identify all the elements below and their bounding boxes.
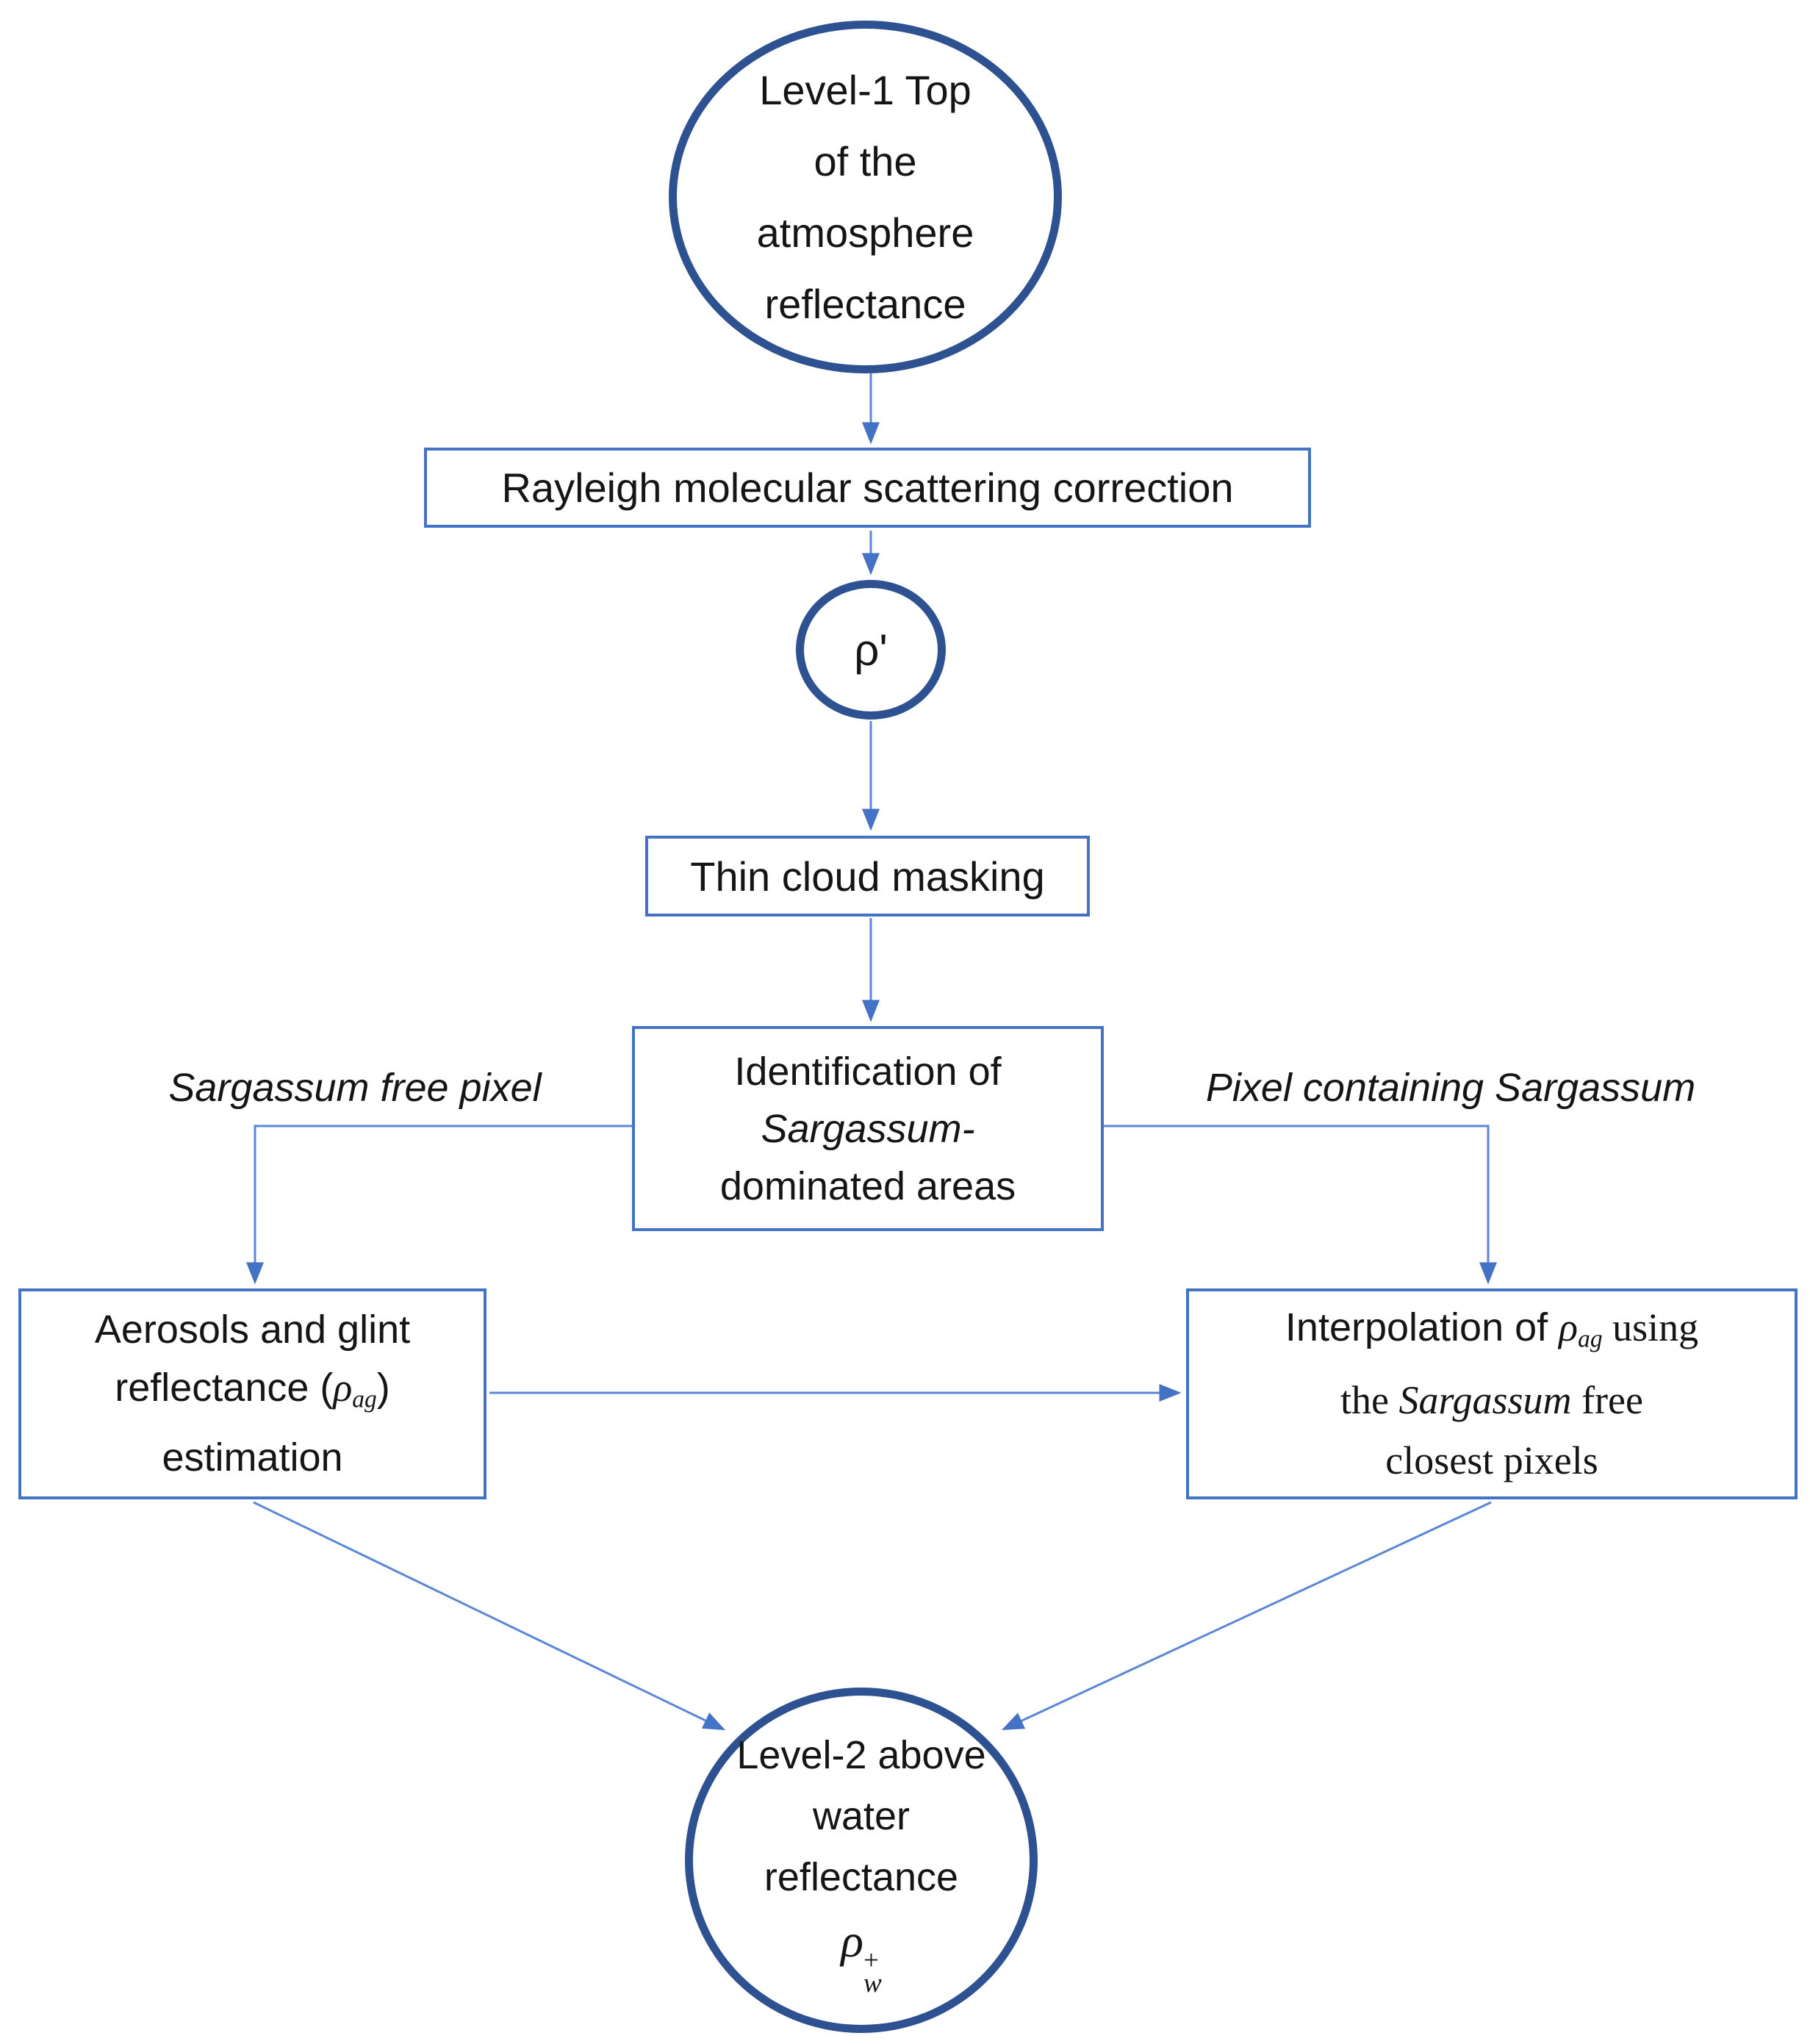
text-fragment: reflectance ( bbox=[115, 1366, 334, 1410]
node-text-line: water bbox=[812, 1794, 911, 1839]
rho-ag-subscript: ag bbox=[352, 1385, 377, 1413]
node-text-line: atmosphere bbox=[756, 209, 974, 256]
rho-subscript: w bbox=[863, 1968, 882, 1999]
text-fragment: the bbox=[1340, 1377, 1399, 1422]
node-interpolation-box: Interpolation of ρag using the Sargassum… bbox=[1186, 1288, 1798, 1499]
node-rayleigh-correction-box: Rayleigh molecular scattering correction bbox=[424, 448, 1311, 528]
node-thin-cloud-masking-box: Thin cloud masking bbox=[645, 836, 1090, 917]
arrow-identification-to-interpolation bbox=[1104, 1125, 1497, 1285]
node-text-line: Identification of bbox=[734, 1049, 1002, 1094]
node-level2-reflectance-circle: Level-2 above water reflectance ρ+w bbox=[685, 1688, 1038, 2033]
node-text-line: Rayleigh molecular scattering correction bbox=[501, 465, 1234, 511]
node-text-line: of the bbox=[814, 138, 917, 184]
edge-label-sargassum-free-pixel: Sargassum free pixel bbox=[168, 1066, 542, 1110]
node-identification-box: Identification of Sargassum- dominated a… bbox=[632, 1026, 1104, 1231]
node-level1-toa-circle: Level-1 Top of the atmosphere reflectanc… bbox=[669, 21, 1062, 373]
rho-ag-symbol: ρ bbox=[1559, 1305, 1579, 1350]
text-fragment: ) bbox=[376, 1366, 390, 1410]
node-text-line: Level-1 Top bbox=[759, 67, 972, 113]
rho-symbol: ρ bbox=[841, 1915, 863, 1968]
node-text-line: the Sargassum free bbox=[1340, 1370, 1643, 1430]
rho-superscript: + bbox=[863, 1945, 879, 1976]
text-fragment: Interpolation of bbox=[1285, 1305, 1559, 1350]
text-fragment-sargassum: Sargassum bbox=[1398, 1377, 1572, 1422]
arrow-identification-to-aerosols bbox=[246, 1125, 632, 1285]
arrow-interpolation-to-l2 bbox=[1001, 1501, 1492, 1730]
rho-ag-symbol: ρ bbox=[333, 1366, 353, 1410]
node-text-line: Level-2 above bbox=[736, 1733, 986, 1778]
node-text-line: reflectance bbox=[764, 281, 966, 327]
node-text-line: closest pixels bbox=[1385, 1438, 1598, 1482]
node-text-line: Sargassum- bbox=[761, 1106, 975, 1151]
node-text-line: reflectance (ρag) bbox=[115, 1359, 390, 1428]
text-fragment: using bbox=[1602, 1305, 1699, 1350]
node-text-line: estimation bbox=[162, 1435, 343, 1480]
node-text-line: Interpolation of ρag using bbox=[1285, 1297, 1698, 1369]
node-text-line: dominated areas bbox=[719, 1163, 1016, 1208]
node-text-line: Aerosols and glint bbox=[94, 1308, 411, 1352]
rho-w-plus-symbol: ρ+w bbox=[841, 1908, 882, 1999]
arrow-aerosols-to-l2 bbox=[253, 1501, 726, 1730]
node-text-line: reflectance bbox=[764, 1855, 959, 1900]
node-text-line: Thin cloud masking bbox=[690, 853, 1045, 900]
text-fragment: free bbox=[1571, 1377, 1643, 1422]
rho-prime-symbol: ρ' bbox=[854, 625, 888, 675]
node-rho-prime-circle: ρ' bbox=[796, 580, 946, 720]
edge-label-pixel-containing-sargassum: Pixel containing Sargassum bbox=[1205, 1066, 1696, 1110]
node-aerosols-estimation-box: Aerosols and glint reflectance (ρag) est… bbox=[18, 1288, 486, 1499]
rho-ag-subscript: ag bbox=[1578, 1325, 1603, 1353]
